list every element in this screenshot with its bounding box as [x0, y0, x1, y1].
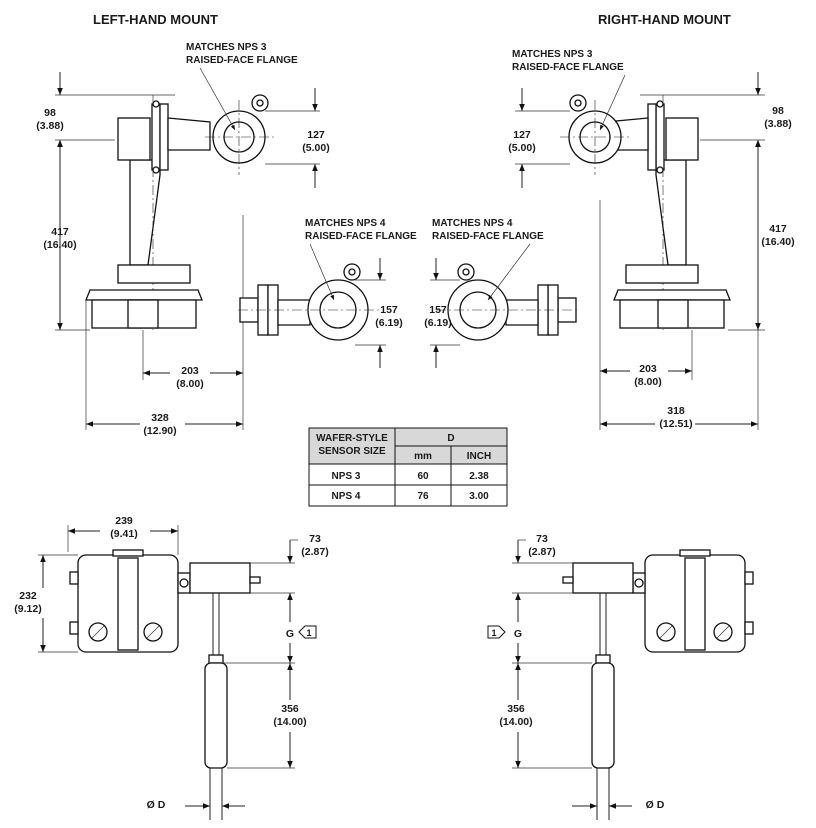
- left-dim-98: 98: [44, 107, 56, 119]
- left-nps4-note-line1: MATCHES NPS 4: [305, 218, 386, 229]
- left-g-label: G: [286, 628, 294, 640]
- table-row-size: NPS 3: [332, 471, 361, 482]
- table-row-size: NPS 4: [332, 491, 361, 502]
- right-dim-356-in: (14.00): [499, 716, 532, 728]
- left-nps3-note-line1: MATCHES NPS 3: [186, 42, 267, 53]
- right-dim-203: 203: [639, 363, 657, 375]
- right-nps3-note-line1: MATCHES NPS 3: [512, 49, 593, 60]
- left-dim-157-in: (6.19): [375, 317, 402, 329]
- left-dim-417-in: (16.40): [43, 239, 76, 251]
- table-row-mm: 60: [417, 471, 429, 482]
- right-note-marker: 1: [491, 628, 496, 638]
- right-nps4-note-line1: MATCHES NPS 4: [432, 218, 513, 229]
- right-dim-73-in: (2.87): [528, 546, 555, 558]
- left-nps4-note-line2: RAISED-FACE FLANGE: [305, 231, 417, 242]
- left-dim-73: 73: [309, 533, 321, 545]
- left-side-view: [69, 549, 261, 820]
- table-header-inch: INCH: [467, 451, 491, 462]
- sensor-size-table: [308, 427, 508, 507]
- left-dim-157: 157: [380, 304, 398, 316]
- right-diameter-label: Ø D: [646, 799, 665, 811]
- right-dim-203-in: (8.00): [634, 376, 661, 388]
- left-dim-203-in: (8.00): [176, 378, 203, 390]
- right-dim-318-in: (12.51): [659, 418, 692, 430]
- left-dim-328-in: (12.90): [143, 425, 176, 437]
- right-dim-73: 73: [536, 533, 548, 545]
- left-note-marker: 1: [306, 628, 311, 638]
- left-dim-328: 328: [151, 412, 169, 424]
- right-nps3-note-line2: RAISED-FACE FLANGE: [512, 62, 624, 73]
- left-dim-356: 356: [281, 703, 299, 715]
- left-dim-239: 239: [115, 515, 133, 527]
- left-dim-356-in: (14.00): [273, 716, 306, 728]
- left-nps4-flange: [238, 263, 380, 341]
- right-dim-98: 98: [772, 105, 784, 117]
- right-note-flag-icon: [487, 625, 506, 639]
- right-dim-98-in: (3.88): [764, 118, 791, 130]
- table-row-inch: 3.00: [469, 491, 489, 502]
- table-header-mm: mm: [414, 451, 432, 462]
- left-dim-73-in: (2.87): [301, 546, 328, 558]
- right-mount-assembly: [560, 94, 731, 330]
- table-header-col1-line2: SENSOR SIZE: [318, 446, 386, 457]
- right-dim-127: 127: [513, 129, 531, 141]
- table-header-col1-line1: WAFER-STYLE: [316, 433, 388, 444]
- left-dim-232-in: (9.12): [14, 603, 41, 615]
- table-header-d: D: [447, 433, 454, 444]
- left-nps3-note-line2: RAISED-FACE FLANGE: [186, 55, 298, 66]
- right-dim-157: 157: [429, 304, 447, 316]
- right-dim-417-in: (16.40): [761, 236, 794, 248]
- left-note-flag-icon: [298, 625, 317, 639]
- table-row-inch: 2.38: [469, 471, 489, 482]
- left-dim-127-in: (5.00): [302, 142, 329, 154]
- right-dim-356: 356: [507, 703, 525, 715]
- right-nps4-note-line2: RAISED-FACE FLANGE: [432, 231, 544, 242]
- table-row-mm: 76: [417, 491, 429, 502]
- left-dim-239-in: (9.41): [110, 528, 137, 540]
- left-dim-232: 232: [19, 590, 37, 602]
- right-dim-318: 318: [667, 405, 685, 417]
- right-dim-157-in: (6.19): [424, 317, 451, 329]
- left-diameter-label: Ø D: [147, 799, 166, 811]
- right-nps4-flange: [436, 263, 578, 341]
- left-dim-417: 417: [51, 226, 69, 238]
- right-g-label: G: [514, 628, 522, 640]
- left-dim-203: 203: [181, 365, 199, 377]
- right-mount-title: RIGHT-HAND MOUNT: [598, 12, 731, 27]
- left-dim-98-in: (3.88): [36, 120, 63, 132]
- left-mount-assembly: [85, 94, 275, 330]
- left-dim-127: 127: [307, 129, 325, 141]
- right-side-view: [562, 549, 754, 820]
- right-dim-417: 417: [769, 223, 787, 235]
- right-dim-127-in: (5.00): [508, 142, 535, 154]
- left-mount-title: LEFT-HAND MOUNT: [93, 12, 218, 27]
